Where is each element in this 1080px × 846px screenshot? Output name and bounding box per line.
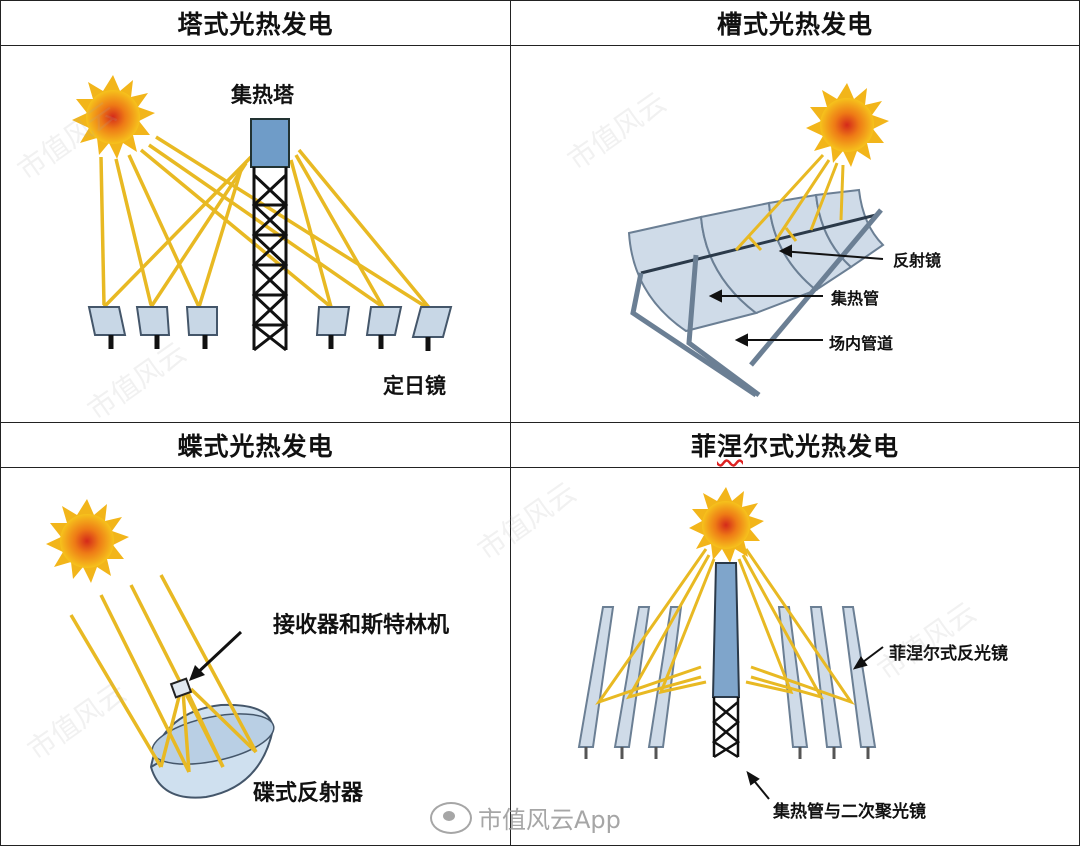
receiver-arrow bbox=[191, 630, 243, 679]
title-part: 尔式光热发电 bbox=[743, 432, 900, 461]
incoming-rays bbox=[99, 135, 432, 312]
heliostats bbox=[87, 306, 453, 338]
dish-diagram-svg bbox=[46, 499, 275, 799]
panel-title: 菲涅尔式光热发电 bbox=[511, 423, 1079, 468]
sun-rays bbox=[595, 548, 855, 705]
fresnel-illustration: 菲涅尔式反光镜 集热管与二次聚光镜 bbox=[511, 467, 1079, 845]
fresnel-mirror-label: 菲涅尔式反光镜 bbox=[889, 644, 1008, 664]
receiver-label: 接收器和斯特林机 bbox=[273, 613, 450, 638]
collector-column bbox=[711, 562, 741, 759]
brand-watermark: 市值风云App bbox=[430, 800, 621, 835]
title-part-underlined: 涅 bbox=[716, 432, 743, 461]
sun-rays bbox=[734, 153, 845, 252]
fresnel-diagram-svg bbox=[577, 487, 884, 800]
panel-tower: 塔式光热发电 bbox=[0, 0, 511, 423]
title-part: 菲 bbox=[690, 432, 717, 461]
reflector-label: 反射镜 bbox=[893, 251, 942, 270]
trough-diagram-svg bbox=[627, 83, 889, 398]
label-arrows bbox=[746, 646, 884, 800]
receiver-arrowhead bbox=[189, 665, 205, 681]
tower-illustration: 集热塔 定日镜 bbox=[1, 45, 510, 422]
sun-icon bbox=[72, 75, 155, 159]
panel-trough: 槽式光热发电 bbox=[510, 0, 1080, 423]
tower-label: 集热塔 bbox=[231, 83, 294, 107]
fresnel-mirrors bbox=[577, 606, 877, 748]
collector-label: 集热管与二次聚光镜 bbox=[773, 802, 926, 822]
receiver-box bbox=[169, 677, 193, 699]
panel-title: 槽式光热发电 bbox=[511, 1, 1079, 46]
sun-icon bbox=[806, 83, 889, 167]
weibo-eye-icon bbox=[430, 801, 472, 834]
dish-illustration: 接收器和斯特林机 碟式反射器 bbox=[1, 467, 510, 845]
trough-illustration: 反射镜 集热管 场内管道 bbox=[511, 45, 1079, 422]
trough-mirrors bbox=[627, 188, 885, 333]
tower-diagram-svg bbox=[72, 75, 453, 352]
panel-dish: 蝶式光热发电 bbox=[0, 422, 511, 846]
sun-icon bbox=[46, 499, 129, 583]
field-pipe-label: 场内管道 bbox=[829, 334, 894, 353]
collector-tube-label: 集热管 bbox=[831, 289, 880, 308]
label-arrows bbox=[708, 244, 884, 347]
panel-fresnel: 菲涅尔式光热发电 bbox=[510, 422, 1080, 846]
dish-reflector-label: 碟式反射器 bbox=[253, 781, 364, 806]
sun-icon bbox=[689, 487, 764, 563]
brand-text: 市值风云App bbox=[478, 806, 621, 834]
mirror-posts bbox=[584, 747, 870, 759]
collector-tube bbox=[640, 213, 877, 275]
receiver-tower bbox=[250, 118, 290, 352]
heliostat-label: 定日镜 bbox=[383, 374, 446, 398]
reflected-rays bbox=[102, 148, 433, 312]
panel-title: 塔式光热发电 bbox=[1, 1, 510, 46]
heliostat-posts bbox=[108, 335, 431, 351]
panel-title: 蝶式光热发电 bbox=[1, 423, 510, 468]
